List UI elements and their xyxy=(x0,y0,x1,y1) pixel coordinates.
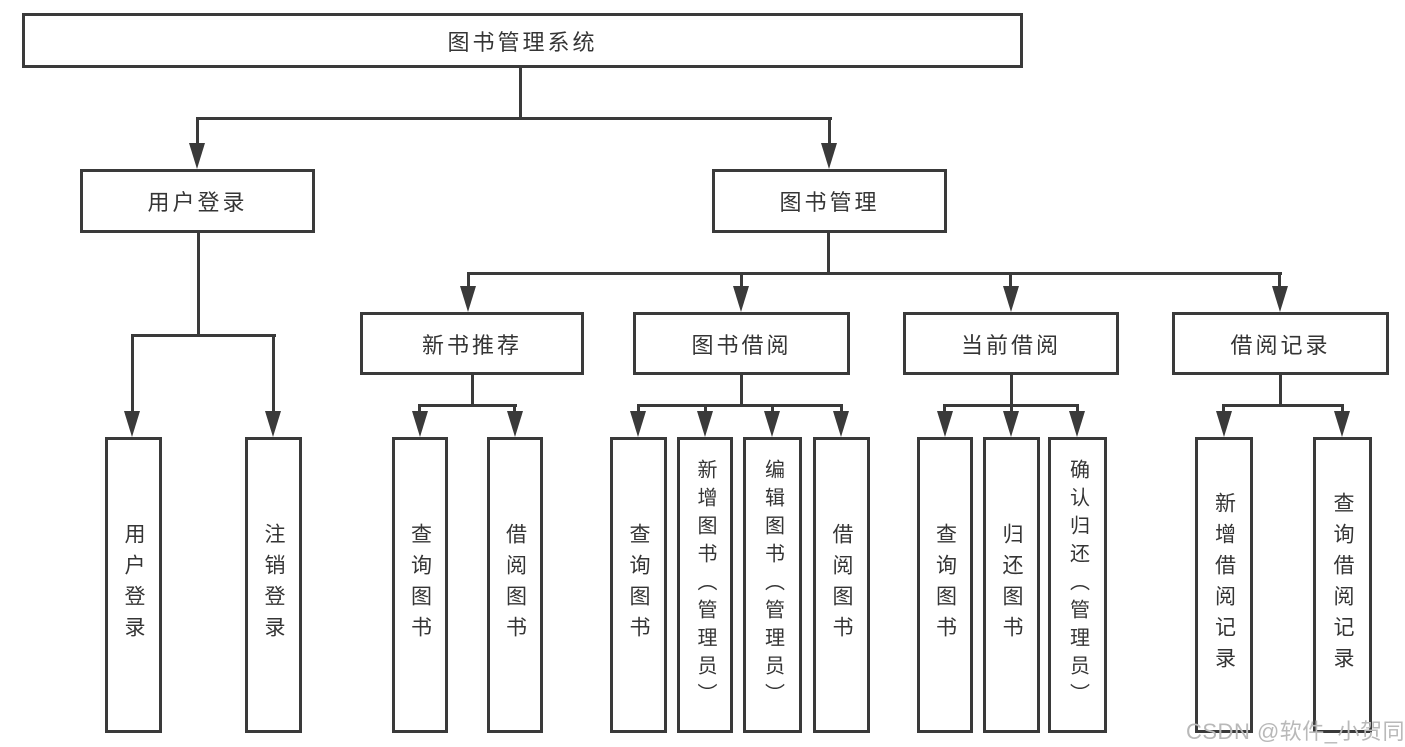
edge-line xyxy=(272,334,275,414)
leaf-query-books-3: 查询图书 xyxy=(917,437,973,733)
edge-line xyxy=(827,233,830,274)
arrowhead-icon xyxy=(265,411,281,437)
arrowhead-icon xyxy=(764,411,780,437)
edge-line xyxy=(1222,404,1344,407)
edge-line xyxy=(1010,375,1013,406)
arrowhead-icon xyxy=(1334,411,1350,437)
node-root-library-system: 图书管理系统 xyxy=(22,13,1023,68)
csdn-watermark: CSDN @软件_小贺同学 xyxy=(1186,719,1405,744)
edge-line xyxy=(740,272,743,290)
edge-line xyxy=(196,117,832,120)
edge-line xyxy=(471,375,474,407)
node-new-book-recommend: 新书推荐 xyxy=(360,312,584,375)
arrowhead-icon xyxy=(124,411,140,437)
leaf-add-books-admin: 新增图书（管理员） xyxy=(677,437,733,733)
edge-line xyxy=(196,117,199,147)
arrowhead-icon xyxy=(833,411,849,437)
leaf-confirm-return-admin: 确认归还（管理员） xyxy=(1048,437,1107,733)
edge-line xyxy=(519,68,522,119)
arrowhead-icon xyxy=(1003,411,1019,437)
leaf-user-login: 用户登录 xyxy=(105,437,162,733)
edge-line xyxy=(943,404,946,416)
edge-line xyxy=(467,272,470,290)
arrowhead-icon xyxy=(1069,411,1085,437)
edge-line xyxy=(1279,375,1282,406)
leaf-borrow-books-1: 借阅图书 xyxy=(487,437,543,733)
arrowhead-icon xyxy=(733,286,749,312)
arrowhead-icon xyxy=(412,411,428,437)
arrowhead-icon xyxy=(1272,286,1288,312)
leaf-logout: 注销登录 xyxy=(245,437,302,733)
edge-line xyxy=(418,404,421,416)
leaf-edit-books-admin: 编辑图书（管理员） xyxy=(743,437,802,733)
edge-line xyxy=(1009,272,1012,290)
edge-line xyxy=(740,375,743,406)
node-book-borrow: 图书借阅 xyxy=(633,312,850,375)
edge-line xyxy=(1076,404,1079,416)
edge-line xyxy=(418,404,517,407)
arrowhead-icon xyxy=(507,411,523,437)
edge-line xyxy=(131,334,276,337)
edge-line xyxy=(467,272,1282,275)
edge-line xyxy=(131,334,134,414)
leaf-query-books-1: 查询图书 xyxy=(392,437,448,733)
edge-line xyxy=(637,404,843,407)
arrowhead-icon xyxy=(460,286,476,312)
edge-line xyxy=(828,117,831,147)
edge-line xyxy=(1010,404,1013,416)
edge-line xyxy=(513,404,516,416)
edge-line xyxy=(637,404,640,416)
arrowhead-icon xyxy=(697,411,713,437)
node-book-management: 图书管理 xyxy=(712,169,947,233)
leaf-return-books: 归还图书 xyxy=(983,437,1040,733)
arrowhead-icon xyxy=(189,143,205,169)
leaf-borrow-books-2: 借阅图书 xyxy=(813,437,870,733)
node-user-login: 用户登录 xyxy=(80,169,315,233)
arrowhead-icon xyxy=(1003,286,1019,312)
arrowhead-icon xyxy=(937,411,953,437)
arrowhead-icon xyxy=(821,143,837,169)
leaf-query-books-2: 查询图书 xyxy=(610,437,667,733)
edge-line xyxy=(1222,404,1225,416)
edge-line xyxy=(1341,404,1344,416)
node-current-borrow: 当前借阅 xyxy=(903,312,1119,375)
edge-line xyxy=(840,404,843,416)
edge-line xyxy=(1278,272,1281,290)
edge-line xyxy=(771,404,774,416)
leaf-add-borrow-record: 新增借阅记录 xyxy=(1195,437,1253,733)
leaf-query-borrow-record: 查询借阅记录 xyxy=(1313,437,1372,733)
node-borrow-records: 借阅记录 xyxy=(1172,312,1389,375)
edge-line xyxy=(197,233,200,337)
edge-line xyxy=(704,404,707,416)
arrowhead-icon xyxy=(1216,411,1232,437)
arrowhead-icon xyxy=(630,411,646,437)
